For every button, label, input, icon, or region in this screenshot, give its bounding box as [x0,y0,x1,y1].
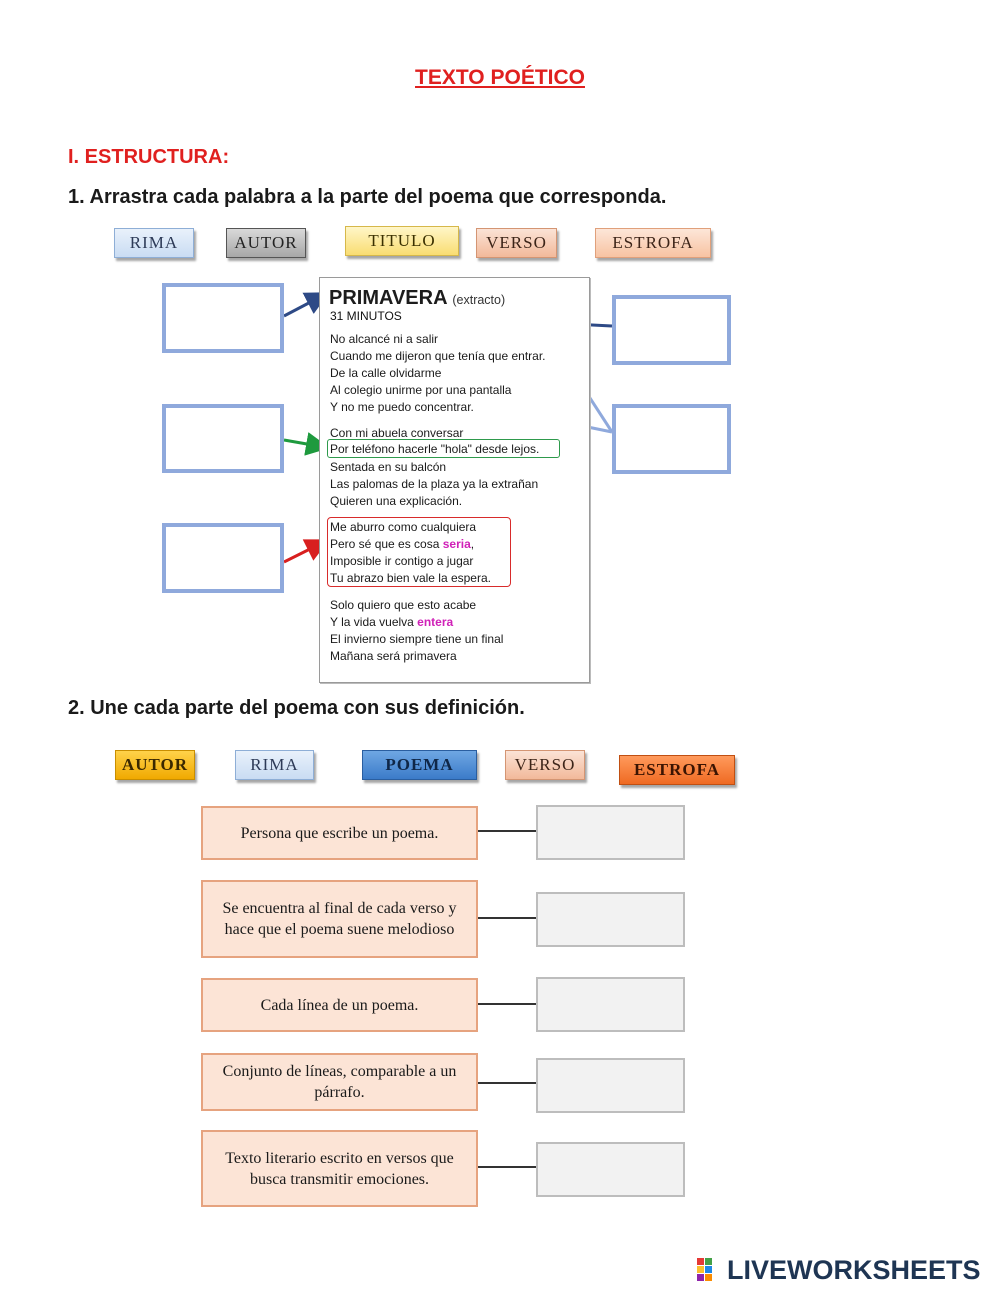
drag-tag-verso[interactable]: VERSO [476,228,557,258]
poem-line: Al colegio unirme por una pantalla [330,383,512,397]
poem-line: Quieren una explicación. [330,494,463,508]
drag-tag-poema[interactable]: POEMA [362,750,477,780]
definition-box: Texto literario escrito en versos que bu… [201,1130,478,1207]
arrow-red [283,539,330,564]
poem-line-text: Y la vida vuelva [330,615,418,629]
brand-logo: LIVEWORKSHEETS [727,1255,981,1285]
instruction-1: 1. Arrastra cada palabra a la parte del … [68,186,667,208]
poem-line: Y la vida vuelva entera [330,615,453,629]
drag-tag-estrofa[interactable]: ESTROFA [619,755,735,785]
drag-tag-rima[interactable]: RIMA [114,228,194,258]
drag-tag-rima[interactable]: RIMA [235,750,314,780]
poem-line: Tu abrazo bien vale la espera. [330,571,491,585]
connector-line [478,830,536,832]
drag-tag-estrofa[interactable]: ESTROFA [595,228,711,258]
poem-line: Me aburro como cualquiera [330,520,477,534]
drop-box-titulo[interactable] [162,283,284,353]
poem-line: De la calle olvidarme [330,366,442,380]
answer-box[interactable] [536,805,685,860]
highlight-stanza-frame [327,517,511,587]
drag-tag-autor[interactable]: AUTOR [226,228,306,258]
page-title: TEXTO POÉTICO [415,66,585,89]
section-heading: I. ESTRUCTURA: [68,146,230,168]
arrow-title [283,292,330,318]
poem-line: Con mi abuela conversar [330,426,464,440]
definition-box: Conjunto de líneas, comparable a un párr… [201,1053,478,1111]
poem-line-text: Pero sé que es cosa [330,537,443,551]
liveworksheets-logo-icon [697,1258,712,1281]
rhyme-word: seria [442,537,471,551]
poem-line: Cuando me dijeron que tenía que entrar. [330,349,546,363]
poem-line: Imposible ir contigo a jugar [330,554,474,568]
answer-box[interactable] [536,892,685,947]
poem-author: 31 MINUTOS [330,309,402,323]
drop-box-autor[interactable] [612,295,731,365]
poem-line: Solo quiero que esto acabe [330,598,477,612]
drag-tag-autor[interactable]: AUTOR [115,750,195,780]
poem-title-text: PRIMAVERA [329,287,447,309]
poem-line-text: , [470,537,475,551]
poem-line: Sentada en su balcón [330,460,447,474]
definition-box: Cada línea de un poema. [201,978,478,1032]
instruction-2: 2. Une cada parte del poema con sus defi… [68,697,525,719]
rhyme-word: entera [417,615,454,629]
highlight-verse-frame [327,439,560,458]
answer-box[interactable] [536,1142,685,1197]
arrow-green [283,432,330,456]
poem-card: PRIMAVERA (extracto) 31 MINUTOS No alcan… [319,277,590,683]
connector-line [478,1003,536,1005]
answer-box[interactable] [536,977,685,1032]
poem-line: Pero sé que es cosa seria, [330,537,474,551]
poem-line: El invierno siempre tiene un final [330,632,504,646]
poem-subtitle: (extracto) [452,293,506,307]
poem-line: Por teléfono hacerle "hola" desde lejos. [330,442,540,456]
drop-box-rima[interactable] [612,404,731,474]
drop-box-verso[interactable] [162,404,284,473]
drag-tag-titulo[interactable]: TITULO [345,226,459,256]
definition-box: Se encuentra al final de cada verso y ha… [201,880,478,958]
connector-line [478,1166,536,1168]
connector-line [478,1082,536,1084]
poem-line: No alcancé ni a salir [330,332,439,346]
poem-line: Y no me puedo concentrar. [330,400,474,414]
drag-tag-verso[interactable]: VERSO [505,750,585,780]
connector-line [478,917,536,919]
answer-box[interactable] [536,1058,685,1113]
poem-line: Mañana será primavera [330,649,457,663]
drop-box-estrofa[interactable] [162,523,284,593]
poem-line: Las palomas de la plaza ya la extrañan [330,477,539,491]
poem-title: PRIMAVERA (extracto) [329,287,505,310]
definition-box: Persona que escribe un poema. [201,806,478,860]
